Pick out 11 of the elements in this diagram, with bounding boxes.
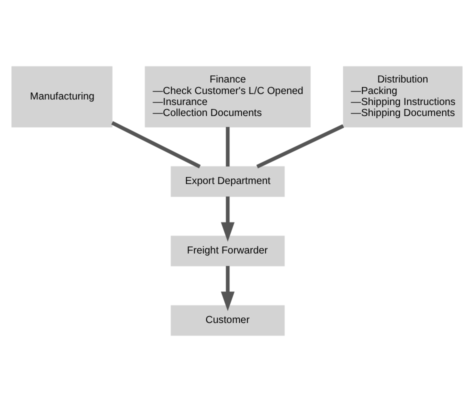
connector: [226, 126, 230, 166]
connector: [111, 121, 201, 168]
node-box: Freight Forwarder: [170, 236, 285, 266]
node-box: Finance —Check Customer's L/C Opened —Insurance —Collection Documents: [144, 66, 311, 128]
arrow: [220, 266, 235, 312]
connector: [256, 124, 344, 168]
node-box: Customer: [170, 305, 285, 336]
arrow: [220, 196, 235, 242]
node-box: Export Department: [170, 166, 285, 197]
node-box: Manufacturing: [11, 66, 112, 128]
node-box: Distribution —Packing —Shipping Instructions —Shipping Documents: [343, 66, 463, 128]
